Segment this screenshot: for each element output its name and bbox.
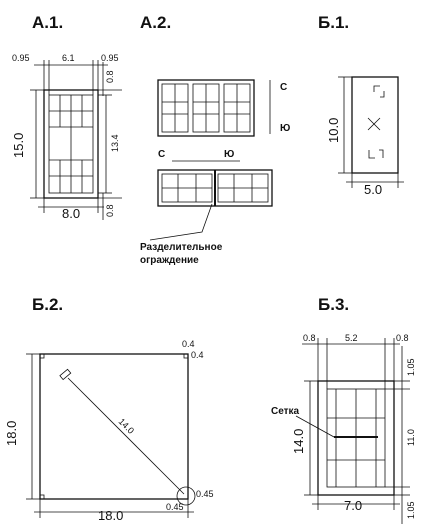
- b1-dim-width: 5.0: [364, 182, 382, 197]
- b3-dim-left: 0.8: [303, 333, 316, 343]
- a1-dim-width: 8.0: [62, 206, 80, 221]
- panel-a1: А.1. 0.95 6.1 0.95 0.8 15.0: [11, 13, 122, 221]
- b1-frame: [351, 76, 399, 174]
- a1-dim-left: 0.95: [12, 53, 30, 63]
- a1-dim-height: 15.0: [11, 133, 26, 158]
- b3-dim-top-v: 1.05: [406, 358, 416, 376]
- a1-outer-frame: [43, 89, 99, 199]
- panel-b3: Б.3. Сетка 0.8 5.2 0.8 1.05 11.0 1.05 14…: [271, 295, 416, 524]
- a2-north-label: С: [280, 82, 287, 93]
- b1-title: Б.1.: [318, 13, 349, 32]
- a2-south-label: Ю: [280, 123, 290, 134]
- b2-title: Б.2.: [32, 295, 63, 314]
- b2-dim-corner-b: 0.4: [191, 350, 204, 360]
- b3-dim-height: 14.0: [291, 429, 306, 454]
- b2-dim-corner-a: 0.4: [182, 339, 195, 349]
- b2-dim-corner-c: 0.45: [196, 489, 214, 499]
- b2-start-marker: [59, 368, 72, 381]
- b1-dim-height: 10.0: [326, 118, 341, 143]
- b3-net-leader: [295, 415, 335, 438]
- a1-dim-bottom-small: 0.8: [105, 204, 115, 217]
- b2-corner-circle: [176, 486, 196, 506]
- a2-leader-line: [149, 203, 213, 241]
- b3-dim-right: 0.8: [396, 333, 409, 343]
- a1-dim-right: 0.95: [101, 53, 119, 63]
- panel-b1: Б.1. 10.0 5.0: [318, 13, 404, 197]
- b3-net-label: Сетка: [271, 406, 300, 417]
- b2-dim-width: 18.0: [98, 508, 123, 523]
- b3-title: Б.3.: [318, 295, 349, 314]
- a2-label-line1: Разделительное: [140, 242, 223, 253]
- b3-dim-mid: 5.2: [345, 333, 358, 343]
- b3-outer-frame: [317, 380, 395, 496]
- b2-dim-height: 18.0: [4, 421, 19, 446]
- b3-dim-width: 7.0: [344, 498, 362, 513]
- b3-dim-inner-v: 11.0: [406, 429, 416, 446]
- a2-north-label-2: С: [158, 149, 165, 160]
- b1-cross-b: [367, 117, 381, 131]
- b2-diagonal: [67, 377, 185, 495]
- b2-dim-corner-d: 0.45: [166, 502, 184, 512]
- a2-upper-block: [157, 79, 255, 137]
- a2-title: А.2.: [140, 13, 171, 32]
- b3-dim-bottom-v: 1.05: [406, 501, 416, 519]
- b2-dim-diagonal: 14.0: [117, 416, 136, 435]
- panel-b2: Б.2. 14.0 0.4 0.4 0.45 0.45 18.0 18.0: [4, 295, 214, 523]
- panel-a2: А.2. С Ю С Ю Разделительн: [140, 13, 290, 266]
- a1-title: А.1.: [32, 13, 63, 32]
- a2-label-line2: ограждение: [140, 255, 199, 266]
- a1-dim-mid: 6.1: [62, 53, 75, 63]
- a1-dim-top-small: 0.8: [105, 70, 115, 83]
- a1-dim-inner-height: 13.4: [110, 134, 120, 152]
- a2-south-label-2: Ю: [224, 149, 234, 160]
- b2-frame: [39, 353, 189, 500]
